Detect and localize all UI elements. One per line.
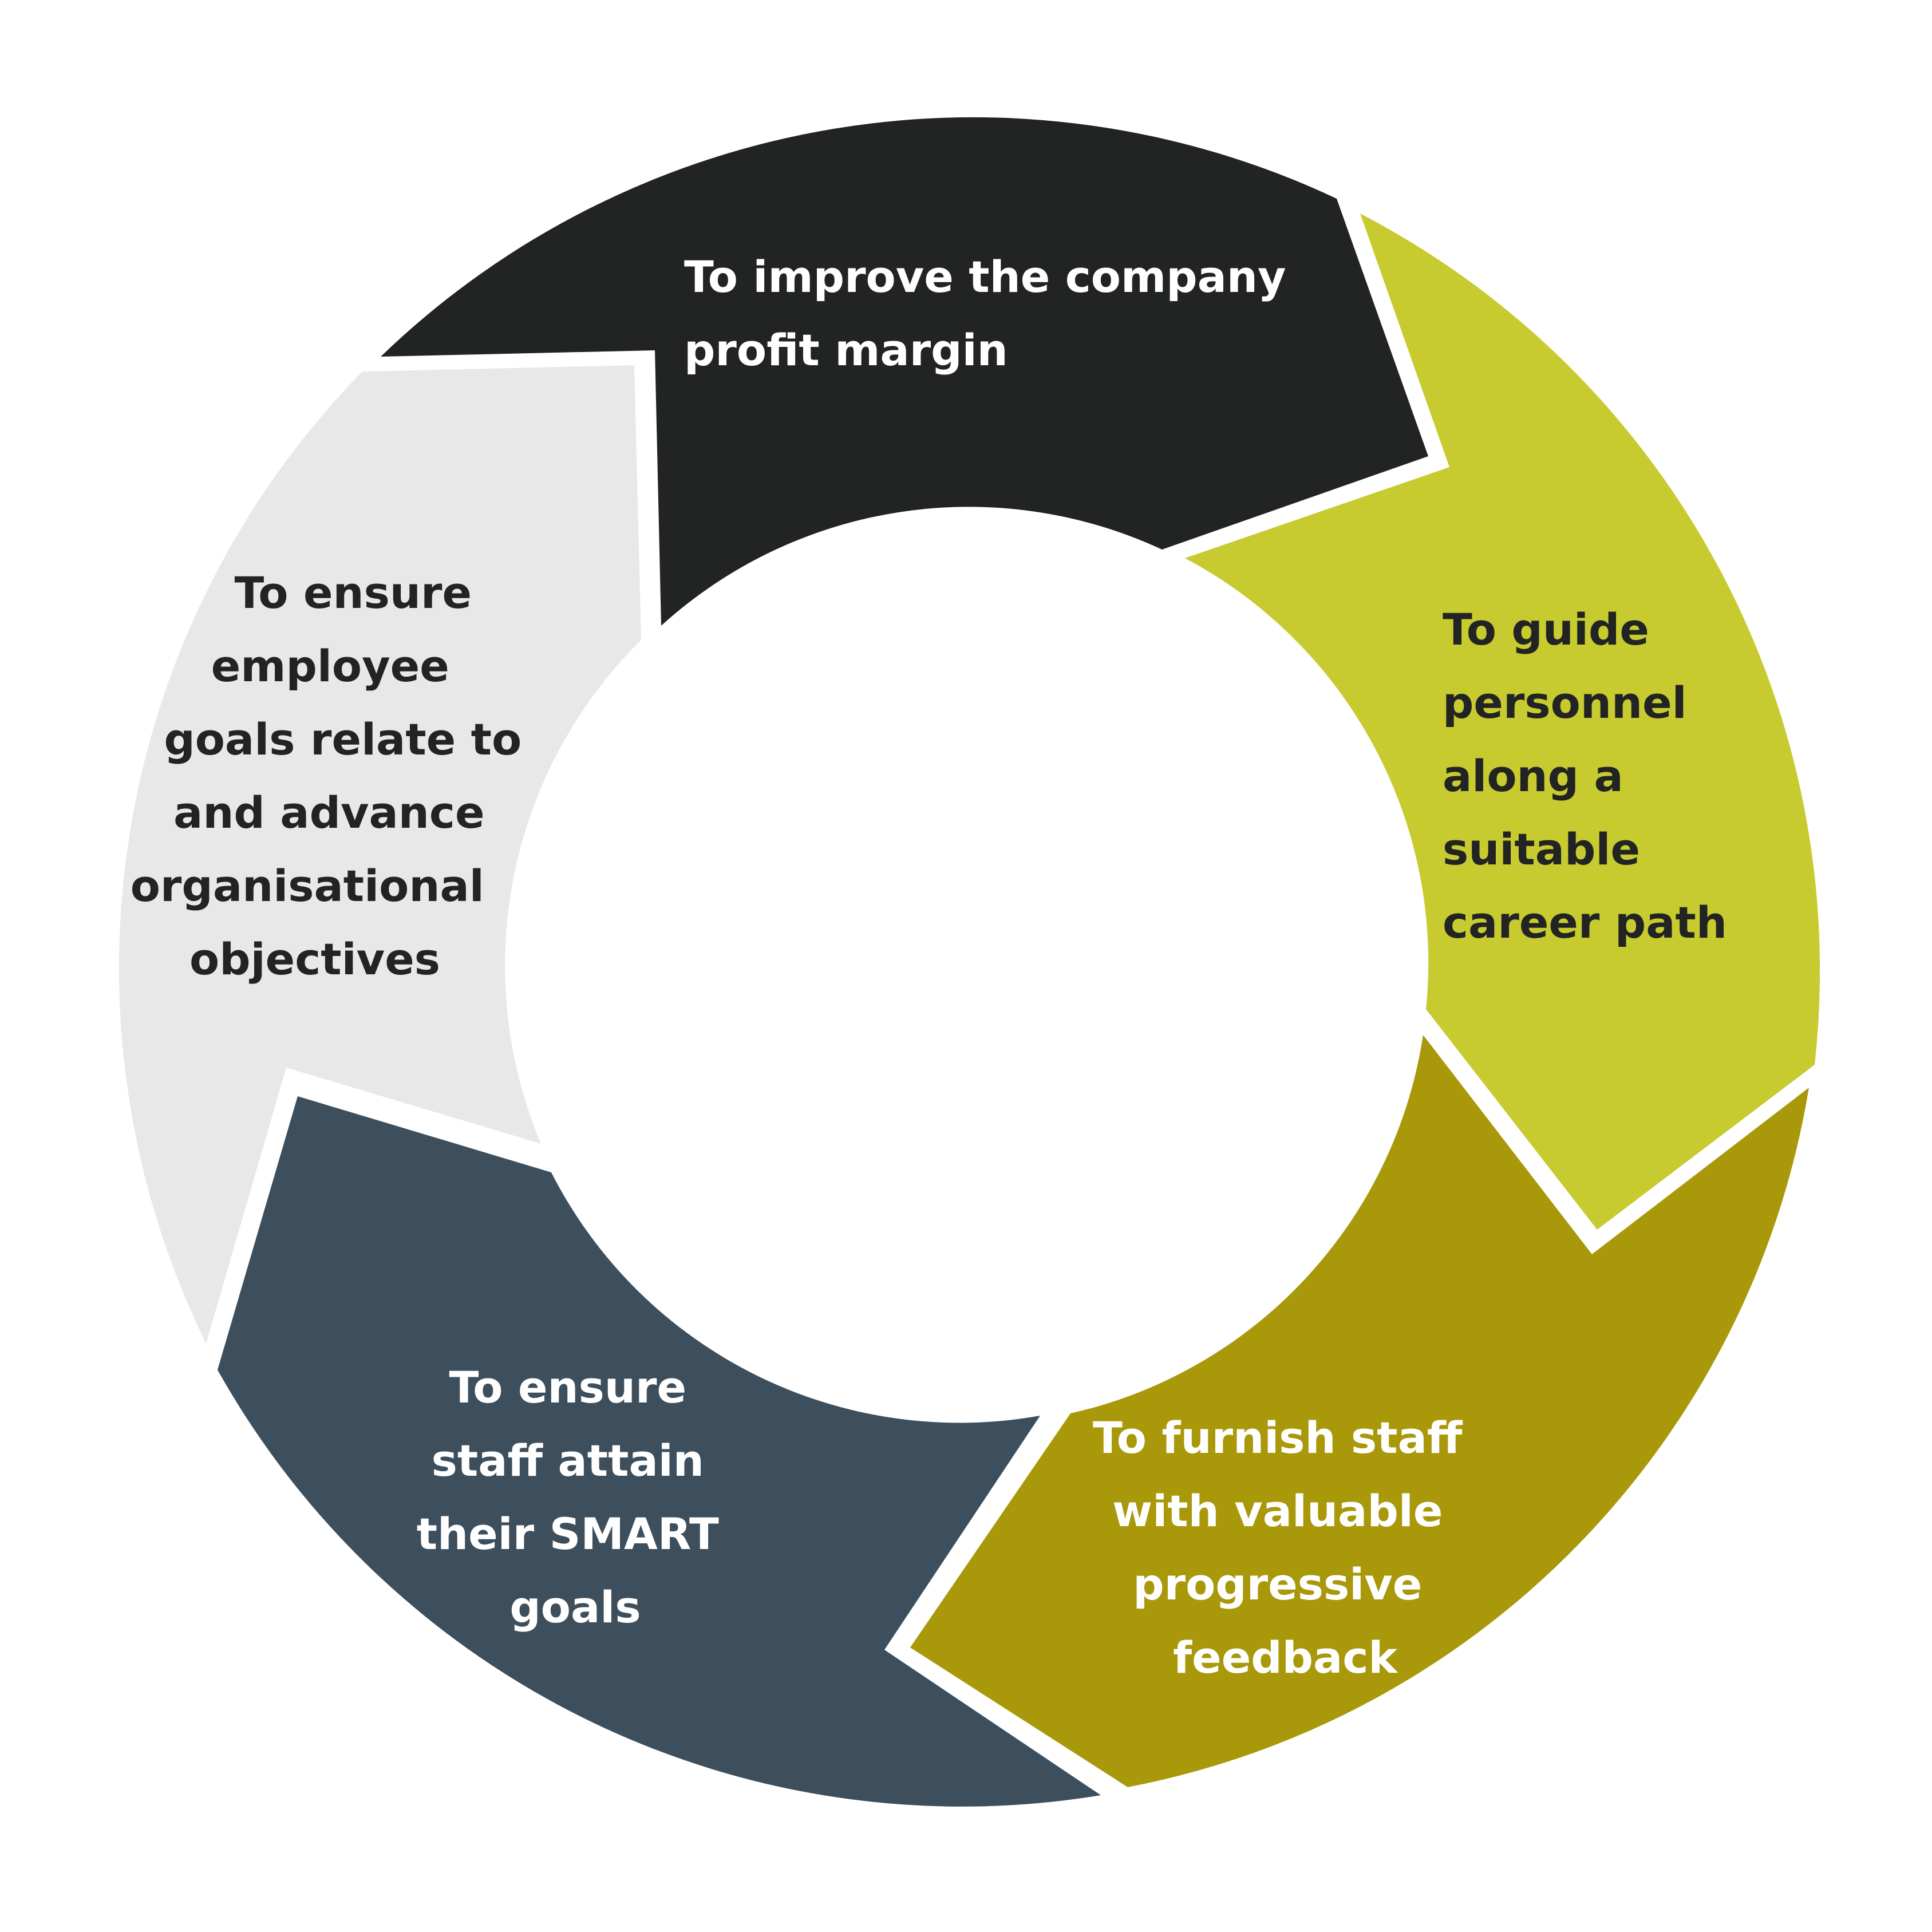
label-organisational-objectives: To ensure employee goals relate to and a… [131,567,537,985]
label-line: suitable [1443,824,1640,875]
label-line: goals [509,1582,641,1633]
label-line: with valuable [1112,1485,1443,1536]
segment-objectives-arrow [118,365,641,1344]
label-line: profit margin [684,325,1008,376]
label-line: personnel [1443,677,1687,728]
segment-smart-goals-arrow [218,1096,1101,1807]
label-line: career path [1443,897,1727,948]
label-line: progressive [1133,1559,1422,1610]
label-line: organisational [131,860,484,911]
label-line: along a [1443,750,1623,801]
label-line: staff attain [432,1435,704,1486]
label-line: To improve the company [684,251,1286,302]
segment-feedback-arrow [910,1035,1809,1787]
label-line: To ensure [449,1362,686,1413]
label-career-path: To guide personnel along a suitable care… [1443,604,1727,948]
label-line: To furnish staff [1093,1412,1463,1463]
label-line: and advance [173,787,484,838]
label-line: To guide [1443,604,1649,655]
label-feedback: To furnish staff with valuable progressi… [1093,1412,1477,1683]
label-line: their SMART [417,1508,719,1559]
segment-career-path-arrow [1185,214,1820,1230]
label-line: To ensure [235,567,472,618]
label-line: goals relate to [164,714,521,765]
segment-profit-margin-arrow [381,117,1428,626]
label-line: objectives [189,934,440,985]
label-line: feedback [1173,1632,1398,1683]
label-line: employee [211,641,449,692]
label-smart-goals: To ensure staff attain their SMART goals [417,1362,734,1633]
label-profit-margin: To improve the company profit margin [684,251,1301,376]
